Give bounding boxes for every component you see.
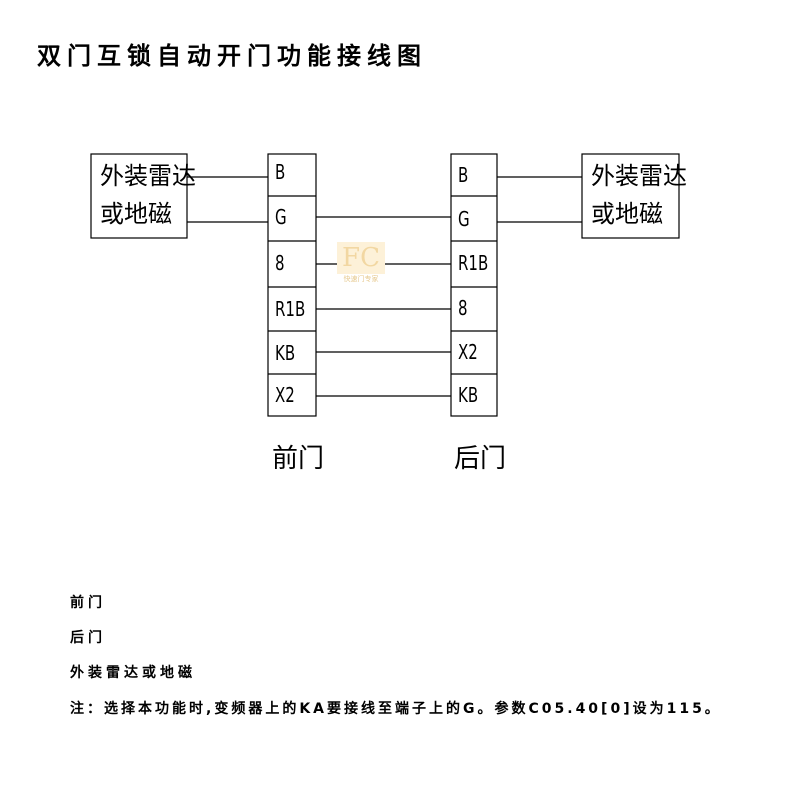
rear-terminal-label: X2	[458, 340, 478, 364]
front-terminal-label: G	[275, 205, 287, 229]
note-rear-door: 后门	[70, 630, 106, 646]
front-terminal-label: R1B	[275, 297, 306, 321]
rear-terminal-label: G	[458, 207, 470, 231]
rear-terminal-block	[450, 153, 498, 417]
rear-door-label: 后门	[454, 444, 507, 474]
right-sensor-box	[581, 153, 680, 239]
front-terminal-block	[267, 153, 317, 417]
front-door-label: 前门	[272, 444, 325, 474]
right-sensor-label-line1: 外装雷达	[591, 162, 687, 190]
left-sensor-label-line1: 外装雷达	[100, 162, 196, 190]
front-terminal-label: B	[275, 160, 286, 184]
diagram-title: 双门互锁自动开门功能接线图	[37, 42, 427, 70]
front-terminal-label: KB	[275, 341, 296, 365]
note-front-door: 前门	[70, 595, 106, 611]
note-sensor: 外装雷达或地磁	[70, 665, 196, 681]
watermark-logo: FC 快速门专家	[337, 242, 385, 290]
left-sensor-box	[90, 153, 188, 239]
rear-terminal-label: R1B	[458, 251, 489, 275]
rear-terminal-label: B	[458, 163, 469, 187]
right-sensor-label-line2: 或地磁	[591, 200, 663, 228]
watermark-caption: 快速门专家	[343, 275, 379, 283]
rear-terminal-label: KB	[458, 383, 479, 407]
front-terminal-label: 8	[275, 251, 285, 275]
front-terminal-label: X2	[275, 383, 295, 407]
left-sensor-label-line2: 或地磁	[100, 200, 172, 228]
watermark-logo-text: FC	[337, 242, 385, 274]
rear-terminal-label: 8	[458, 296, 468, 320]
note-instruction: 注：选择本功能时,变频器上的KA要接线至端子上的G。参数C05.40[0]设为1…	[70, 701, 722, 717]
